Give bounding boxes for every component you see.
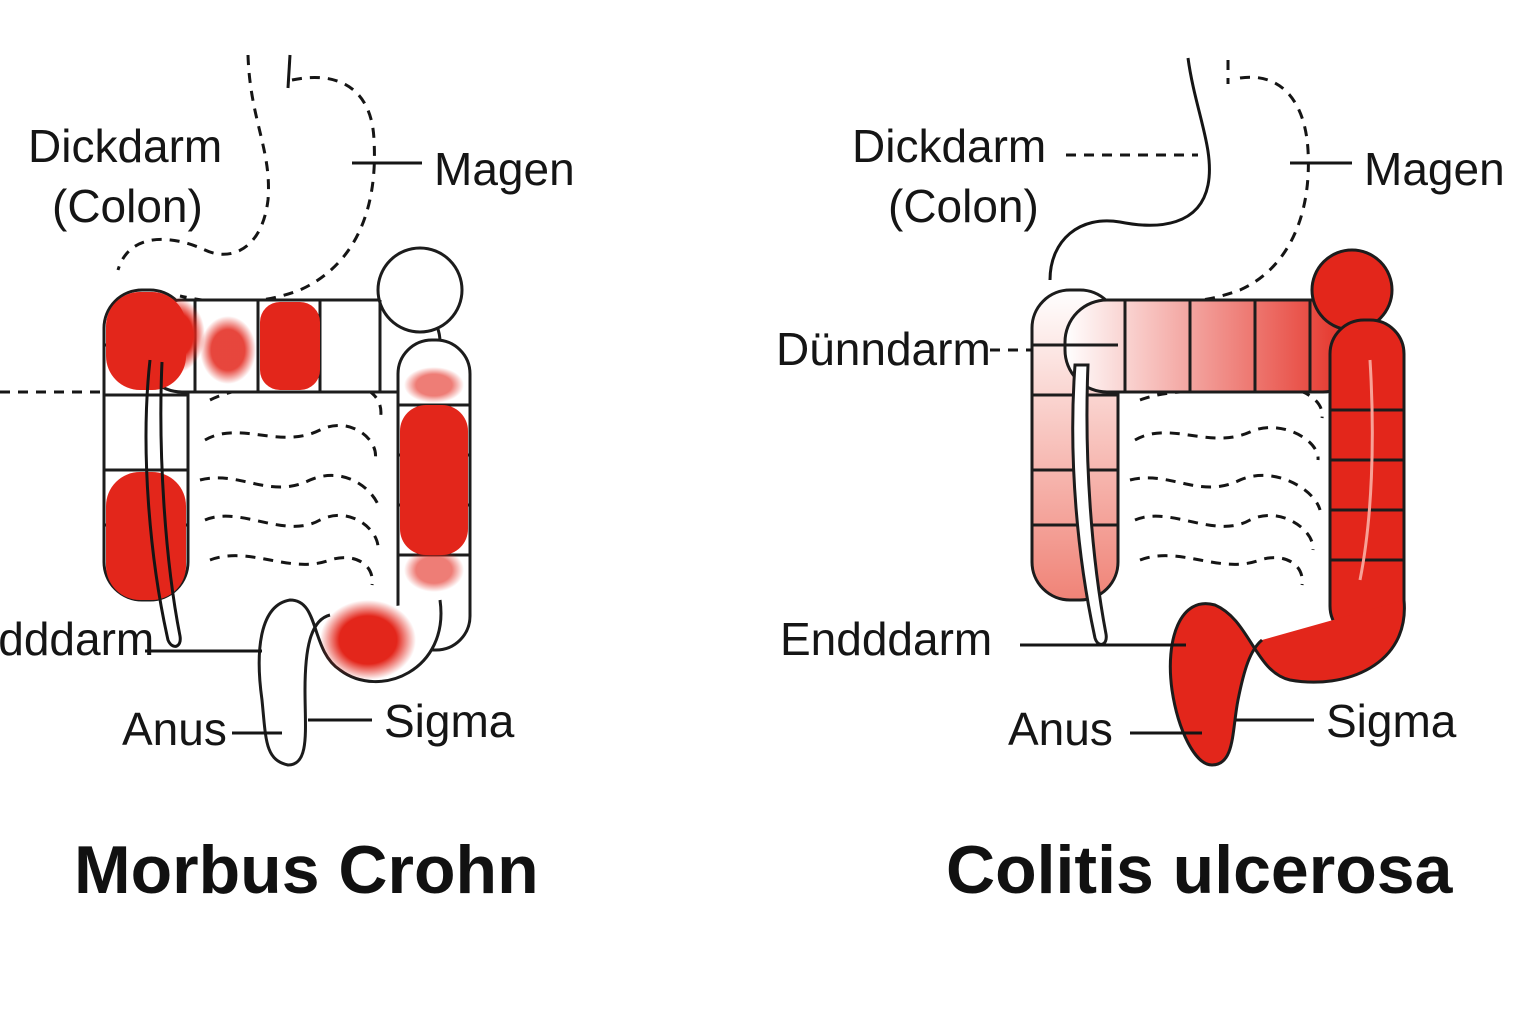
colitis-descending-colon — [1328, 318, 1406, 642]
crohn-colon — [102, 246, 472, 767]
crohn-anus-label: Anus — [122, 703, 227, 755]
crohn-stomach-label: Magen — [434, 143, 575, 195]
colitis-esophagus — [1048, 57, 1211, 281]
colitis-labels: Dickdarm (Colon) Magen Dünndarm Endddarm… — [776, 120, 1505, 755]
colitis-title: Colitis ulcerosa — [946, 832, 1454, 908]
crohn-esophagus — [286, 54, 292, 89]
crohn-rectum-label: Endddarm — [0, 613, 154, 665]
colitis-segment-lines — [1032, 300, 1404, 562]
crohn-stomach-outline — [116, 54, 376, 304]
colitis-colon-label: Dickdarm — [852, 120, 1046, 172]
colitis-small-intestine-label: Dünndarm — [776, 323, 991, 375]
colitis-rectum-label: Endddarm — [780, 613, 992, 665]
crohn-title: Morbus Crohn — [74, 832, 539, 908]
colitis-anus-label: Anus — [1008, 703, 1113, 755]
crohn-small-intestine — [199, 383, 383, 586]
crohn-appendix — [144, 359, 182, 648]
crohn-sigma-label: Sigma — [384, 695, 515, 747]
colitis-flexure — [1310, 248, 1394, 332]
colitis-panel: Dickdarm (Colon) Magen Dünndarm Endddarm… — [776, 57, 1505, 908]
crohn-colon-label: Dickdarm — [28, 120, 222, 172]
colitis-colon-sub-label: (Colon) — [888, 180, 1039, 232]
crohn-panel: Dickdarm (Colon) Magen Endddarm Anus Sig… — [0, 54, 575, 908]
colitis-highlight — [1358, 359, 1374, 581]
crohn-labels: Dickdarm (Colon) Magen Endddarm Anus Sig… — [0, 120, 575, 755]
colitis-sigma-label: Sigma — [1326, 695, 1457, 747]
crohn-inflamed-patches — [106, 292, 468, 680]
colitis-small-intestine — [1129, 385, 1324, 586]
colitis-stomach-outline — [1119, 60, 1310, 305]
colitis-sigmoid-rectum — [1168, 599, 1406, 767]
crohn-colon-sub-label: (Colon) — [52, 180, 203, 232]
colitis-colon — [1030, 248, 1406, 767]
colitis-stomach-label: Magen — [1364, 143, 1505, 195]
